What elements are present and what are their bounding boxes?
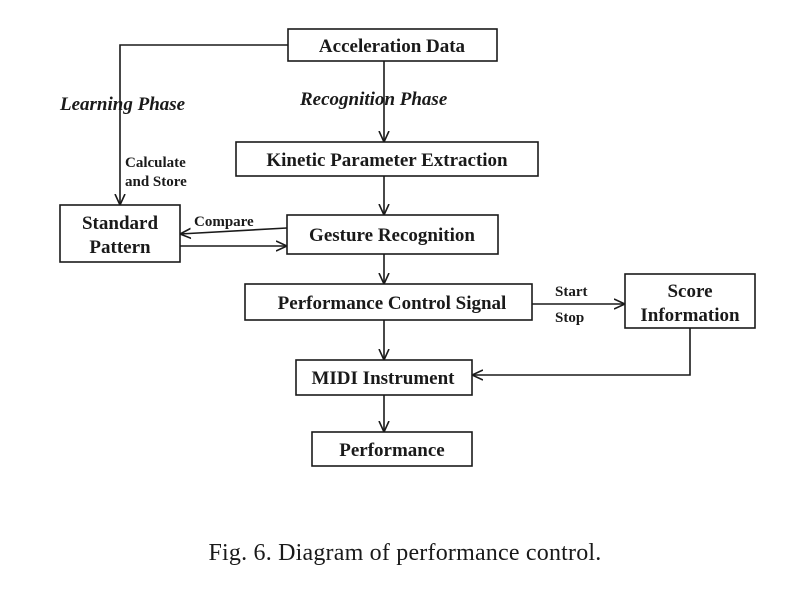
node-kinetic-parameter-extraction-label: Kinetic Parameter Extraction: [266, 150, 508, 171]
recognition-phase-label: Recognition Phase: [299, 89, 448, 110]
compare-label: Compare: [194, 214, 254, 230]
node-acceleration-data-label: Acceleration Data: [319, 36, 466, 57]
node-acceleration-data: Acceleration Data: [287, 28, 498, 62]
node-performance: Performance: [311, 431, 473, 467]
learning-phase-label: Learning Phase: [59, 94, 186, 115]
node-performance-label: Performance: [339, 440, 445, 461]
arrow-acceleration-to-standard-pattern: [120, 44, 288, 205]
arrow-gesture-to-standard-pattern: [180, 227, 288, 234]
start-label: Start: [555, 284, 588, 300]
node-score-information-label-line2: Information: [640, 305, 740, 326]
calculate-label-line2: and Store: [125, 174, 187, 190]
node-score-information-label-line1: Score: [667, 281, 712, 302]
figure-caption: Fig. 6. Diagram of performance control.: [208, 540, 602, 566]
node-kinetic-parameter-extraction: Kinetic Parameter Extraction: [235, 141, 539, 177]
calculate-label-line1: Calculate: [125, 155, 186, 171]
node-score-information: Score Information: [624, 273, 756, 329]
node-standard-pattern-label-line2: Pattern: [89, 237, 151, 258]
node-midi-instrument-label: MIDI Instrument: [311, 368, 455, 389]
node-performance-control-signal-label: Performance Control Signal: [278, 293, 507, 314]
node-standard-pattern: Standard Pattern: [59, 204, 181, 263]
node-midi-instrument: MIDI Instrument: [295, 359, 473, 396]
node-gesture-recognition-label: Gesture Recognition: [309, 225, 475, 246]
node-performance-control-signal: Performance Control Signal: [244, 283, 533, 321]
arrow-score-to-midi: [472, 328, 691, 375]
stop-label: Stop: [555, 310, 584, 326]
node-gesture-recognition: Gesture Recognition: [286, 214, 499, 255]
node-standard-pattern-label-line1: Standard: [82, 213, 158, 234]
